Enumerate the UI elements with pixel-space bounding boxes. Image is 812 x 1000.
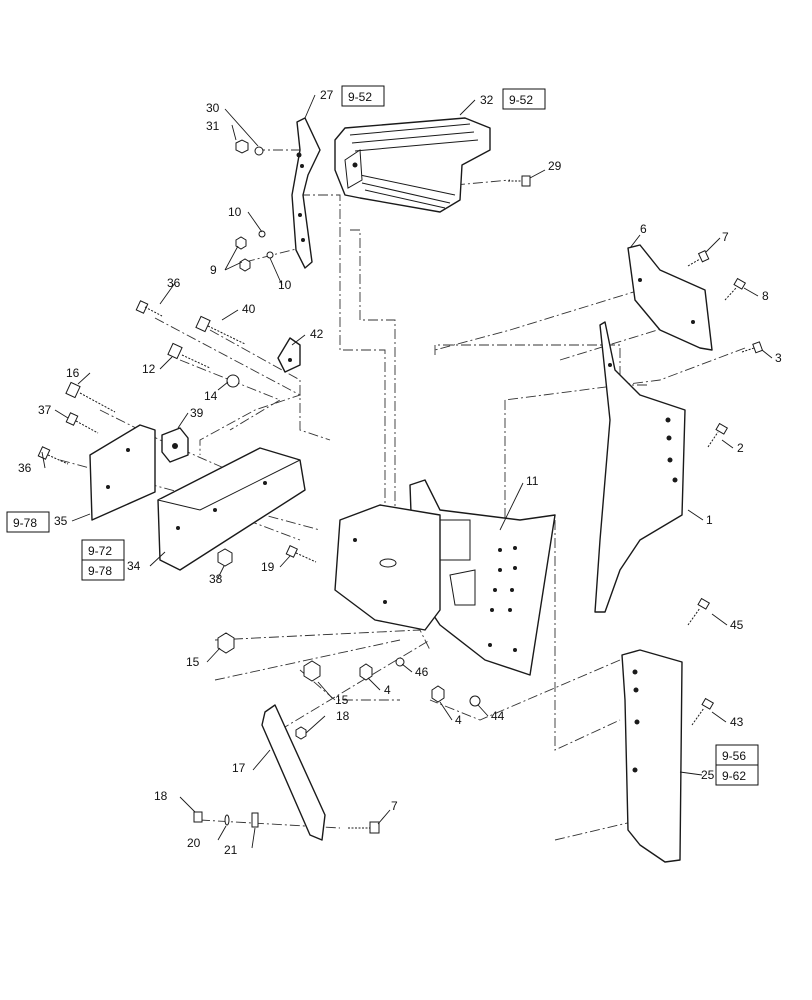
ref-box-34-lower[interactable]: 9-78 bbox=[81, 559, 125, 581]
part-42-tab bbox=[277, 337, 301, 373]
callout-36-bottom: 36 bbox=[18, 461, 32, 475]
callout-27: 27 bbox=[320, 88, 334, 102]
callout-29: 29 bbox=[548, 159, 562, 173]
callout-15-right: 15 bbox=[335, 693, 349, 707]
callout-31: 31 bbox=[206, 119, 220, 133]
part-6-blade-tip bbox=[627, 244, 713, 351]
ref-27-label: 9-52 bbox=[348, 90, 372, 104]
callout-44: 44 bbox=[491, 709, 505, 723]
callout-37: 37 bbox=[38, 403, 52, 417]
callout-36-top: 36 bbox=[167, 276, 181, 290]
callout-3: 3 bbox=[775, 351, 782, 365]
callout-4-left: 4 bbox=[384, 683, 391, 697]
ref-box-32[interactable]: 9-52 bbox=[502, 88, 546, 110]
ref-box-34-upper[interactable]: 9-72 bbox=[81, 539, 125, 561]
ref-box-35[interactable]: 9-78 bbox=[6, 511, 50, 533]
callout-30: 30 bbox=[206, 101, 220, 115]
callout-4-right: 4 bbox=[455, 713, 462, 727]
callout-39: 39 bbox=[190, 406, 204, 420]
ref-25b-label: 9-62 bbox=[722, 769, 746, 783]
callout-10-top: 10 bbox=[228, 205, 242, 219]
part-39-block bbox=[161, 427, 189, 463]
callout-11: 11 bbox=[526, 474, 539, 488]
callout-38: 38 bbox=[209, 572, 223, 586]
callout-10-bottom: 10 bbox=[278, 278, 292, 292]
ref-34b-label: 9-78 bbox=[88, 564, 112, 578]
callout-18-upper: 18 bbox=[336, 709, 350, 723]
callout-40: 40 bbox=[242, 302, 256, 316]
callout-17: 17 bbox=[232, 761, 246, 775]
ref-35-label: 9-78 bbox=[13, 516, 37, 530]
part-32-cover bbox=[334, 117, 491, 213]
callout-25: 25 bbox=[701, 768, 715, 782]
ref-34a-label: 9-72 bbox=[88, 544, 112, 558]
part-35-plate bbox=[89, 424, 156, 521]
callout-2: 2 bbox=[737, 441, 744, 455]
callout-12: 12 bbox=[142, 362, 156, 376]
part-1-moldboard bbox=[594, 321, 686, 613]
bolts bbox=[37, 175, 764, 834]
part-17-bar bbox=[261, 704, 326, 841]
callout-7-top: 7 bbox=[722, 230, 729, 244]
callout-35: 35 bbox=[54, 514, 68, 528]
ref-box-27[interactable]: 9-52 bbox=[341, 85, 385, 107]
callout-1: 1 bbox=[706, 513, 713, 527]
callout-20: 20 bbox=[187, 836, 201, 850]
callout-6: 6 bbox=[640, 222, 647, 236]
ref-box-25-lower[interactable]: 9-62 bbox=[715, 764, 759, 786]
callout-42: 42 bbox=[310, 327, 324, 341]
callout-16: 16 bbox=[66, 366, 80, 380]
part-27-bracket bbox=[291, 117, 321, 269]
ref-box-25-upper[interactable]: 9-56 bbox=[715, 744, 759, 766]
callout-46: 46 bbox=[415, 665, 429, 679]
callout-34: 34 bbox=[127, 559, 141, 573]
leader-lines bbox=[41, 94, 773, 849]
callout-15-left: 15 bbox=[186, 655, 200, 669]
reference-boxes: 9-52 9-52 9-78 9-72 9-78 9-56 9-62 bbox=[6, 85, 759, 786]
nuts-washers bbox=[193, 139, 481, 828]
callout-8: 8 bbox=[762, 289, 769, 303]
ref-25a-label: 9-56 bbox=[722, 749, 746, 763]
callout-numbers: 30 31 27 32 29 10 9 10 6 7 8 3 2 1 36 40… bbox=[18, 88, 782, 857]
callout-18-lower: 18 bbox=[154, 789, 168, 803]
callout-19: 19 bbox=[261, 560, 275, 574]
callout-14: 14 bbox=[204, 389, 218, 403]
part-25-shin bbox=[621, 649, 683, 863]
part-34-beam bbox=[157, 447, 306, 571]
callout-32: 32 bbox=[480, 93, 494, 107]
frog-base-block bbox=[334, 504, 441, 631]
callout-43: 43 bbox=[730, 715, 744, 729]
callout-45: 45 bbox=[730, 618, 744, 632]
callout-21: 21 bbox=[224, 843, 238, 857]
callout-9: 9 bbox=[210, 263, 217, 277]
ref-32-label: 9-52 bbox=[509, 93, 533, 107]
callout-7-bottom: 7 bbox=[391, 799, 398, 813]
